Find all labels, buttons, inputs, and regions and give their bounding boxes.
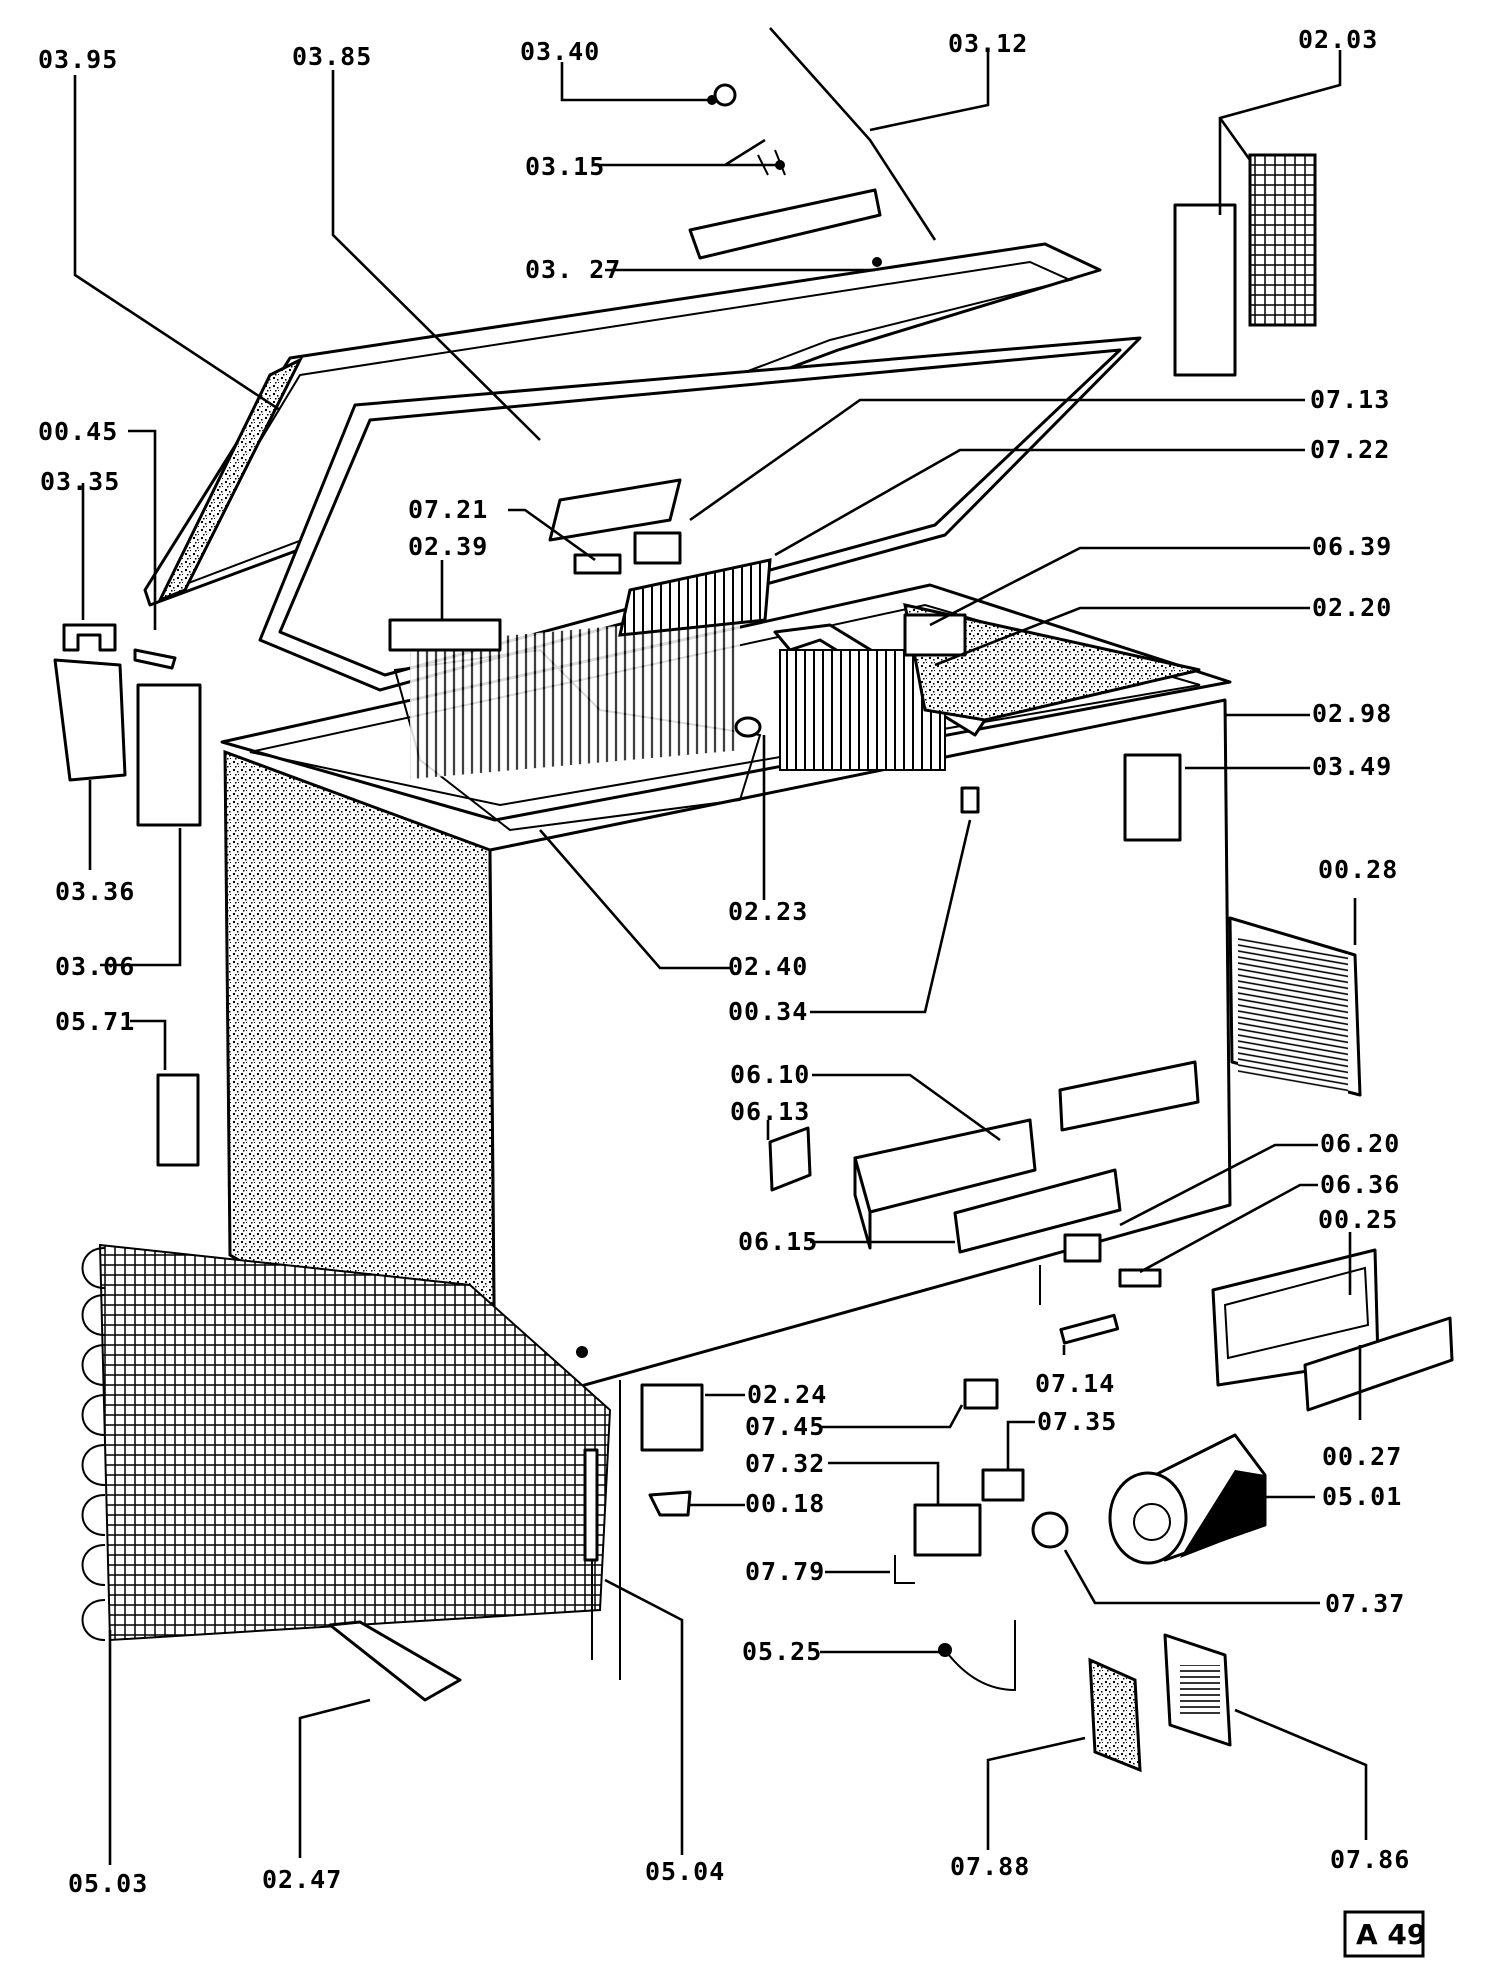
- hinge-pin-0045: [133, 648, 177, 670]
- front-panel-0615: [953, 1168, 1122, 1254]
- label-0613: 06.13: [730, 1097, 810, 1126]
- condenser-grille: [1228, 916, 1362, 1097]
- lid-insulated-edge: [156, 356, 304, 603]
- label-0779: 07.79: [745, 1557, 825, 1586]
- label-0220: 02.20: [1312, 593, 1392, 622]
- relay-cap-0745: [963, 1378, 999, 1410]
- reference-code: A 49: [1356, 1918, 1426, 1951]
- overload-0735: [981, 1468, 1025, 1502]
- part-labels: 03.95 03.85 03.40 03.15 03. 27 03.12 02.…: [38, 25, 1410, 1898]
- reference-box-frame: [1343, 1910, 1425, 1958]
- label-0327: 03. 27: [525, 255, 621, 284]
- label-0504: 05.04: [645, 1857, 725, 1886]
- lamp-cover-0722: [618, 558, 772, 637]
- cabinet-front: [488, 698, 1232, 1412]
- divider-assembly: [773, 603, 1201, 771]
- label-0018: 00.18: [745, 1489, 825, 1518]
- label-0025: 00.25: [1318, 1205, 1398, 1234]
- flap-0613: [768, 1126, 812, 1192]
- lid-handle-0312: [688, 188, 882, 260]
- label-0240: 02.40: [728, 952, 808, 981]
- hinge-cap-0335: [62, 623, 117, 652]
- label-0224: 02.24: [747, 1380, 827, 1409]
- label-0721: 07.21: [408, 495, 488, 524]
- label-0223: 02.23: [728, 897, 808, 926]
- switch-0620: [1063, 1233, 1102, 1263]
- label-0788: 07.88: [950, 1852, 1030, 1881]
- diffuser-frame-0203: [1173, 203, 1237, 377]
- label-0732: 07.32: [745, 1449, 825, 1478]
- label-0395: 03.95: [38, 45, 118, 74]
- lamp-plate-0713: [548, 478, 682, 542]
- terminal-strip-0714: [1059, 1313, 1120, 1345]
- foot-0247: [328, 1620, 462, 1702]
- hinge-0306: [136, 683, 202, 827]
- screw-cap-0340: [713, 83, 737, 107]
- bracket-0018: [648, 1490, 692, 1517]
- glass-cover-0027: [1303, 1316, 1454, 1412]
- label-0027: 00.27: [1322, 1442, 1402, 1471]
- cover-0788: [1088, 1657, 1142, 1773]
- leader-lines: [73, 27, 1368, 1865]
- compressor-0501: [1108, 1433, 1267, 1565]
- wire-basket: [393, 615, 762, 832]
- terminal-0636: [1118, 1268, 1162, 1288]
- label-0349: 03.49: [1312, 752, 1392, 781]
- label-0610: 06.10: [730, 1060, 810, 1089]
- wire-0525: [944, 1620, 1016, 1692]
- label-0639: 06.39: [1312, 532, 1392, 561]
- bulb-0721: [573, 553, 622, 575]
- label-0615: 06.15: [738, 1227, 818, 1256]
- label-0745: 07.45: [745, 1412, 825, 1441]
- cabinet-foot-screw: [576, 1346, 588, 1358]
- label-0714: 07.14: [1035, 1369, 1115, 1398]
- screw-0327: [872, 257, 882, 267]
- label-0312: 03.12: [948, 29, 1028, 58]
- side-plate-0349: [1123, 753, 1182, 842]
- label-0315: 03.15: [525, 152, 605, 181]
- label-0203: 02.03: [1298, 25, 1378, 54]
- lamp-holder-0713: [633, 531, 682, 565]
- label-0336: 03.36: [55, 877, 135, 906]
- diffuser-grille-0203: [1248, 153, 1317, 327]
- label-0503: 05.03: [68, 1869, 148, 1898]
- label-0028: 00.28: [1318, 855, 1398, 884]
- label-0045: 00.45: [38, 417, 118, 446]
- label-0340: 03.40: [520, 37, 600, 66]
- hinge-bracket-0239: [388, 618, 502, 652]
- label-0713: 07.13: [1310, 385, 1390, 414]
- condenser-coil-0503: [81, 1243, 612, 1642]
- label-0034: 00.34: [728, 997, 808, 1026]
- reference-box: A 49: [1343, 1910, 1426, 1958]
- clip-0779: [894, 1555, 915, 1584]
- handle-0571: [156, 1073, 200, 1167]
- drier-0504: [583, 1448, 599, 1562]
- label-0786: 07.86: [1330, 1845, 1410, 1874]
- label-0306: 03.06: [55, 952, 135, 981]
- label-0722: 07.22: [1310, 435, 1390, 464]
- label-0571: 05.71: [55, 1007, 135, 1036]
- label-0298: 02.98: [1312, 699, 1392, 728]
- relay-0732: [913, 1503, 982, 1557]
- thermostat-plate-0224: [640, 1383, 704, 1452]
- hinge-cover-0336: [53, 658, 127, 782]
- clip-0034: [960, 786, 980, 814]
- label-0525: 05.25: [742, 1637, 822, 1666]
- label-0620: 06.20: [1320, 1129, 1400, 1158]
- label-0239: 02.39: [408, 532, 488, 561]
- drain-plug-0223: [734, 716, 762, 738]
- label-0247: 02.47: [262, 1865, 342, 1894]
- label-0737: 07.37: [1325, 1589, 1405, 1618]
- capacitor-0737: [1031, 1511, 1069, 1549]
- label-0735: 07.35: [1037, 1407, 1117, 1436]
- label-0385: 03.85: [292, 42, 372, 71]
- label-0335: 03.35: [40, 467, 120, 496]
- cabinet-recess: [1058, 1060, 1200, 1132]
- label-0636: 06.36: [1320, 1170, 1400, 1199]
- label-0501: 05.01: [1322, 1482, 1402, 1511]
